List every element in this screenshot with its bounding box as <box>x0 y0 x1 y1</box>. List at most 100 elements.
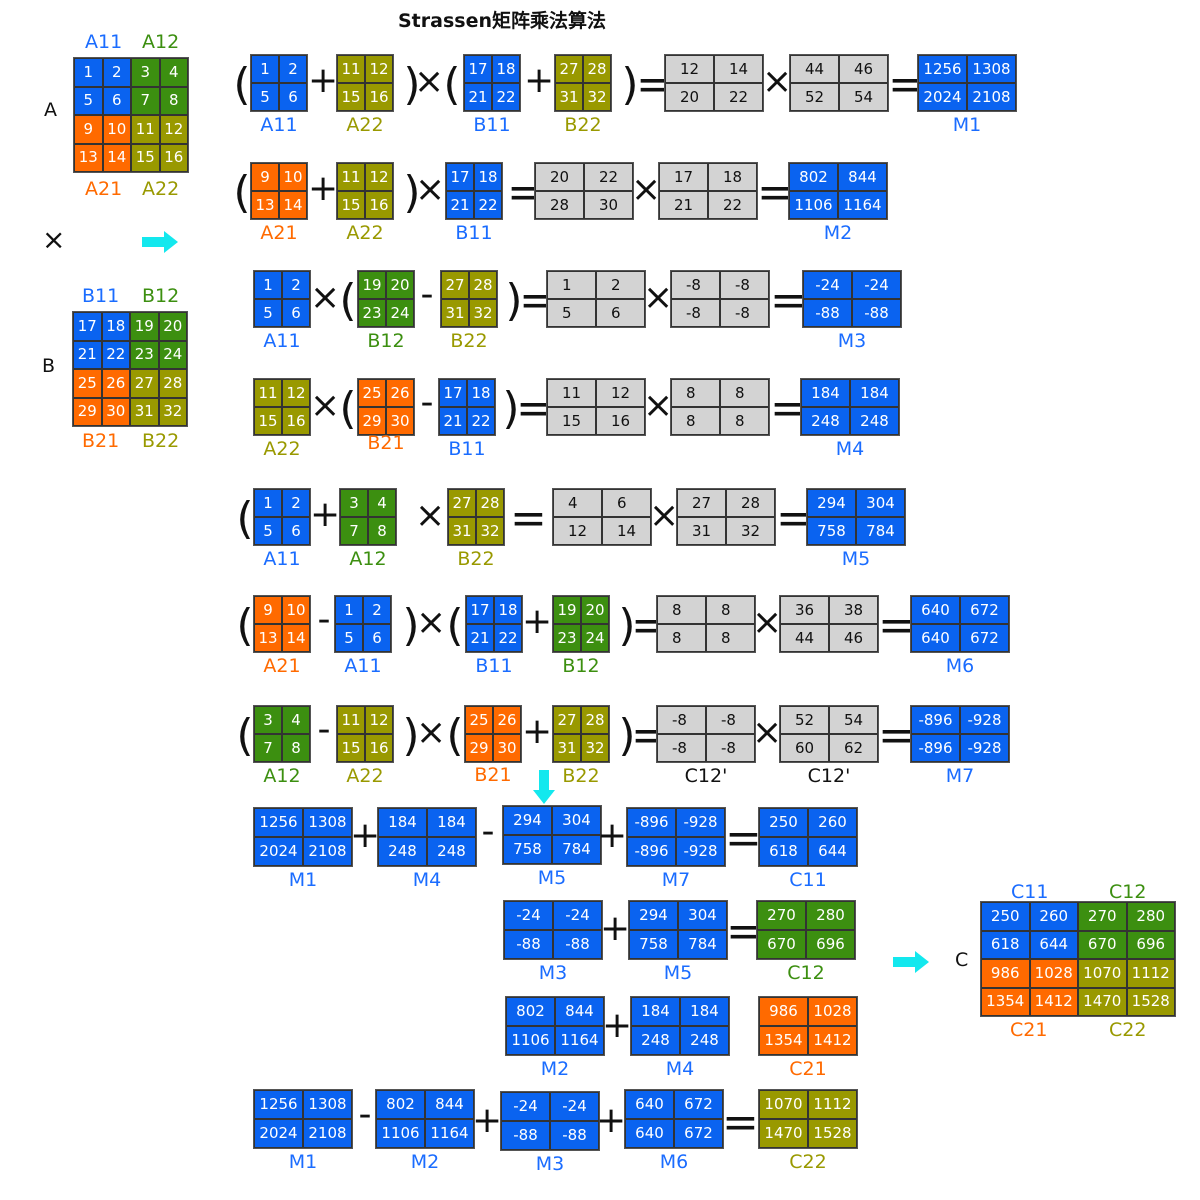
matrix-label: B21 <box>474 764 512 786</box>
matrix-cell: -8 <box>657 706 706 734</box>
block-label-a11: A11 <box>85 31 123 53</box>
matrix-label: M1 <box>288 1151 318 1173</box>
matrix-label: B12 <box>562 655 600 677</box>
matrix-cell: 10 <box>282 596 310 624</box>
block-matrix: -896-928-896-928 <box>626 807 726 867</box>
matrix-cell: 30 <box>493 734 521 762</box>
matrix-cell: -88 <box>504 930 553 959</box>
matrix-cell: 15 <box>547 407 596 435</box>
matrix-cell: -928 <box>676 808 725 837</box>
matrix-label: A21 <box>260 222 298 244</box>
matrix-cell: 12 <box>596 379 645 407</box>
matrix-cell: 3 <box>340 489 368 517</box>
matrix-cell: 14 <box>279 191 307 219</box>
times-sign: × <box>416 712 447 753</box>
matrix-cell: 20 <box>535 163 584 191</box>
matrix-cell: 31 <box>677 517 726 545</box>
matrix-cell: 27 <box>555 55 583 83</box>
matrix-cell: 23 <box>358 299 386 327</box>
matrix-label: A12 <box>349 548 387 570</box>
matrix-cell: 1028 <box>808 997 857 1026</box>
close-paren: ) <box>403 59 421 110</box>
matrix-label: M7 <box>661 869 691 891</box>
matrix-cell: 6 <box>282 299 310 327</box>
block-label-b22: B22 <box>142 430 180 452</box>
matrix-cell: 1 <box>251 55 279 83</box>
matrix-cell: 1028 <box>1029 959 1078 988</box>
matrix-cell: 3 <box>131 58 160 87</box>
matrix-cell: -928 <box>960 734 1009 762</box>
matrix-cell: 1112 <box>1126 959 1175 988</box>
matrix-cell: 27 <box>448 489 476 517</box>
matrix-cell: 19 <box>130 312 159 341</box>
matrix-cell: -896 <box>911 706 960 734</box>
matrix-cell: 1256 <box>918 55 967 83</box>
matrix-cell: 7 <box>340 517 368 545</box>
plus-sign: + <box>597 815 628 856</box>
matrix-cell: 52 <box>780 706 829 734</box>
times-sign: × <box>643 385 674 426</box>
matrix-cell: 21 <box>464 83 492 111</box>
matrix-cell: 21 <box>73 340 102 369</box>
matrix-cell: 13 <box>254 624 282 652</box>
matrix-label: M1 <box>952 114 982 136</box>
matrix-cell: 18 <box>708 163 757 191</box>
matrix-cell: 32 <box>158 397 187 426</box>
matrix-label: B11 <box>448 438 486 460</box>
matrix-cell: 16 <box>282 407 310 435</box>
matrix-cell: 15 <box>337 734 365 762</box>
matrix-cell: 4 <box>553 489 602 517</box>
matrix-label: B11 <box>473 114 511 136</box>
matrix-cell: 17 <box>439 379 467 407</box>
matrix-cell: 250 <box>981 902 1030 931</box>
matrix-label: B12 <box>367 330 405 352</box>
matrix-cell: 32 <box>726 517 775 545</box>
block-matrix: -896-928-896-928 <box>910 705 1010 763</box>
matrix-cell: 21 <box>466 624 494 652</box>
matrix-cell: 19 <box>553 596 581 624</box>
matrix-cell: 17 <box>464 55 492 83</box>
matrix-label: B11 <box>475 655 513 677</box>
matrix-label: M4 <box>412 869 442 891</box>
matrix-cell: 21 <box>439 407 467 435</box>
matrix-cell: 12 <box>553 517 602 545</box>
matrix-cell: 1528 <box>1126 987 1175 1016</box>
matrix-cell: 1412 <box>1029 987 1078 1016</box>
open-paren: ( <box>236 493 254 544</box>
minus-sign: - <box>420 274 434 315</box>
matrix-cell: 844 <box>555 997 604 1026</box>
matrix-cell: 5 <box>335 624 363 652</box>
matrix-cell: 18 <box>494 596 522 624</box>
block-label-a12: A12 <box>142 31 180 53</box>
matrix-cell: 294 <box>503 806 552 835</box>
matrix-cell: 7 <box>131 86 160 115</box>
plus-sign: + <box>602 1005 633 1046</box>
matrix-cell: 31 <box>448 517 476 545</box>
matrix-cell: 4 <box>368 489 396 517</box>
times-sign: × <box>649 495 680 536</box>
matrix-cell: 1164 <box>555 1026 604 1055</box>
matrix-label: C12 <box>787 962 825 984</box>
block-label-b11: B11 <box>82 285 120 307</box>
matrix-cell: 758 <box>629 930 678 959</box>
matrix-cell: 1164 <box>838 191 887 219</box>
matrix-cell: -24 <box>553 901 602 930</box>
matrix-label: A22 <box>346 222 384 244</box>
block-label-a22: A22 <box>142 178 180 200</box>
matrix-cell: 4 <box>159 58 188 87</box>
times-sign: × <box>643 277 674 318</box>
close-paren: ) <box>403 167 421 218</box>
matrix-cell: 17 <box>73 312 102 341</box>
plus-sign: + <box>596 1100 627 1141</box>
matrix-cell: 8 <box>657 596 706 624</box>
times-sign: × <box>414 61 445 102</box>
